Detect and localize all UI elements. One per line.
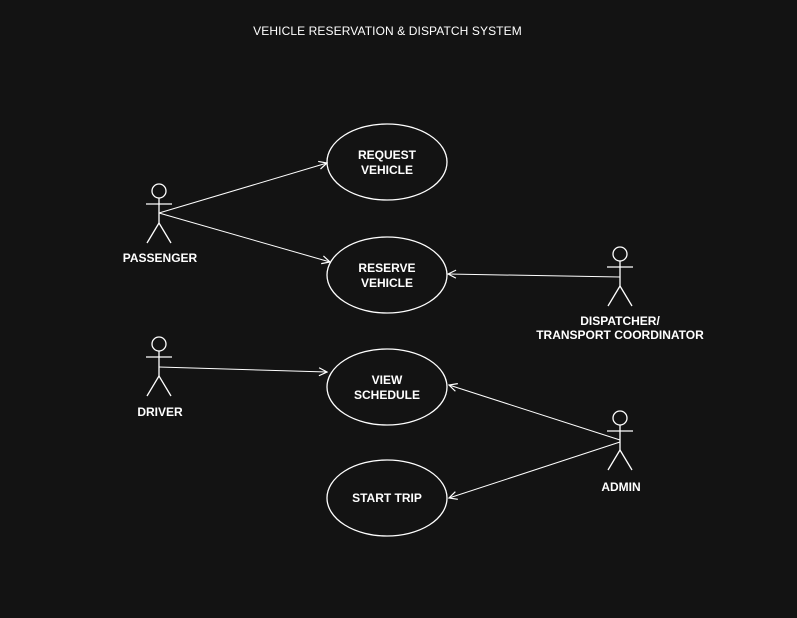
association-passenger-request-vehicle: [158, 163, 327, 214]
usecase-start-trip: [326, 459, 448, 537]
association-passenger-reserve-vehicle: [158, 212, 330, 262]
usecase-reserve-vehicle-label: RESERVE VEHICLE: [358, 261, 416, 290]
actor-admin-figure: [607, 410, 633, 471]
actor-driver-figure: [146, 336, 172, 397]
actor-passenger-figure: [146, 183, 172, 244]
usecase-view-schedule-label: VIEW SCHEDULE: [353, 373, 420, 402]
usecase-start-trip-label: START TRIP: [352, 491, 422, 505]
actor-dispatcher-figure: [607, 246, 633, 307]
association-admin-view-schedule: [449, 385, 621, 441]
actor-driver-label: DRIVER: [137, 405, 183, 419]
actor-dispatcher-label: DISPATCHER/ TRANSPORT COORDINATOR: [536, 314, 704, 342]
usecase-view-schedule: [326, 348, 448, 426]
actor-admin-label: ADMIN: [601, 480, 641, 494]
association-driver-view-schedule: [158, 366, 327, 372]
usecase-request-vehicle-label: REQUEST VEHICLE: [357, 148, 416, 177]
diagram-title: VEHICLE RESERVATION & DISPATCH SYSTEM: [253, 24, 522, 38]
actor-passenger-label: PASSENGER: [122, 251, 198, 265]
association-dispatcher-reserve-vehicle: [448, 274, 621, 277]
association-admin-start-trip: [449, 441, 621, 498]
